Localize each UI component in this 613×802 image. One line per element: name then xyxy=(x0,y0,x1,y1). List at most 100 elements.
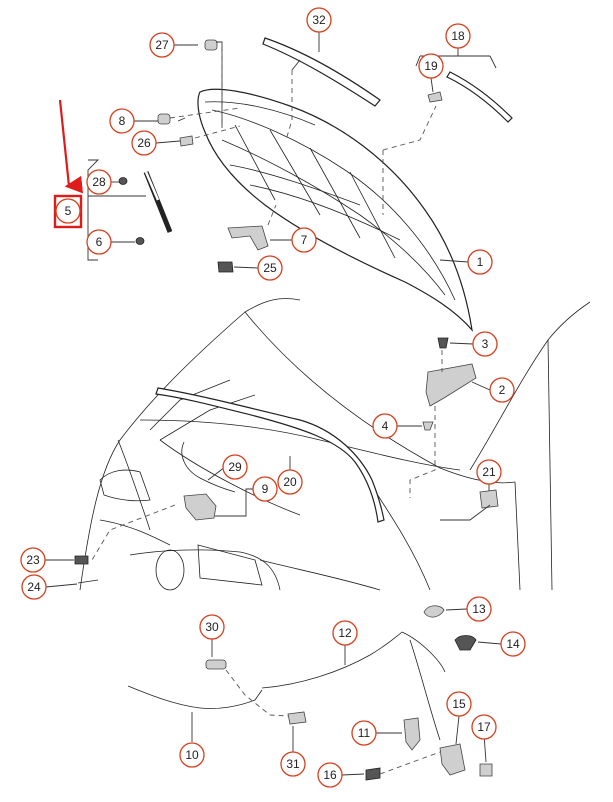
callout-1[interactable]: 1 xyxy=(467,249,493,275)
bonnet-hood xyxy=(197,88,473,333)
svg-text:25: 25 xyxy=(263,261,277,275)
svg-text:30: 30 xyxy=(205,620,219,634)
callout-32[interactable]: 32 xyxy=(306,7,332,33)
clip-31-part xyxy=(287,711,307,725)
svg-text:8: 8 xyxy=(119,114,126,128)
callouts: 32 18 19 27 8 26 28 5 6 7 25 1 3 2 4 29 … xyxy=(20,7,526,788)
callout-21[interactable]: 21 xyxy=(476,459,502,485)
callout-24[interactable]: 24 xyxy=(21,574,47,600)
buffer-8-part xyxy=(157,113,171,125)
svg-text:28: 28 xyxy=(92,175,106,189)
clip-19-part xyxy=(427,91,443,103)
lock-9-part xyxy=(183,493,217,521)
svg-text:4: 4 xyxy=(382,419,389,433)
callout-23[interactable]: 23 xyxy=(20,547,46,573)
callout-31[interactable]: 31 xyxy=(280,751,306,777)
svg-text:13: 13 xyxy=(472,602,486,616)
svg-text:3: 3 xyxy=(482,337,489,351)
svg-text:31: 31 xyxy=(286,757,300,771)
callout-13[interactable]: 13 xyxy=(466,596,492,622)
callout-28[interactable]: 28 xyxy=(86,169,112,195)
svg-text:18: 18 xyxy=(451,29,465,43)
svg-text:29: 29 xyxy=(228,460,242,474)
nut-4-part xyxy=(422,421,434,431)
screw-25-part xyxy=(217,261,234,273)
svg-text:11: 11 xyxy=(358,726,371,740)
bracket-15-part xyxy=(439,743,466,776)
svg-text:10: 10 xyxy=(185,748,199,762)
svg-text:6: 6 xyxy=(96,235,103,249)
svg-text:1: 1 xyxy=(477,255,484,269)
body-seal-strip xyxy=(155,387,385,523)
handle-11-part xyxy=(403,717,421,751)
svg-text:17: 17 xyxy=(477,720,491,734)
callout-7[interactable]: 7 xyxy=(291,227,317,253)
screw-24-part xyxy=(77,579,99,584)
callout-25[interactable]: 25 xyxy=(257,255,283,281)
svg-text:5: 5 xyxy=(65,204,72,218)
callout-4[interactable]: 4 xyxy=(372,413,398,439)
cap-30-part xyxy=(205,659,227,670)
bolt-26-part xyxy=(179,135,194,147)
callout-9[interactable]: 9 xyxy=(252,476,278,502)
callout-5[interactable]: 5 xyxy=(55,198,81,224)
svg-text:23: 23 xyxy=(26,553,40,567)
callout-11[interactable]: 11 xyxy=(351,720,377,746)
svg-text:20: 20 xyxy=(283,475,297,489)
callout-2[interactable]: 2 xyxy=(489,377,515,403)
callout-17[interactable]: 17 xyxy=(471,714,497,740)
svg-text:27: 27 xyxy=(155,38,169,52)
highlight-box xyxy=(53,194,83,229)
release-cable-10 xyxy=(127,685,263,709)
svg-text:9: 9 xyxy=(262,482,269,496)
svg-text:21: 21 xyxy=(482,465,496,479)
nut-28-part xyxy=(118,177,128,185)
svg-text:26: 26 xyxy=(137,136,151,150)
car-body xyxy=(79,298,591,591)
svg-text:16: 16 xyxy=(323,768,337,782)
svg-text:2: 2 xyxy=(499,383,506,397)
highlight-arrow xyxy=(58,99,84,194)
bracket-21-part xyxy=(479,489,499,509)
callout-3[interactable]: 3 xyxy=(472,331,498,357)
callout-19[interactable]: 19 xyxy=(418,53,444,79)
cable-29-part xyxy=(181,441,236,493)
callout-16[interactable]: 16 xyxy=(317,762,343,788)
callout-15[interactable]: 15 xyxy=(446,691,472,717)
callout-10[interactable]: 10 xyxy=(179,742,205,768)
bracket-7-part xyxy=(227,225,269,251)
svg-text:19: 19 xyxy=(424,59,438,73)
callout-8[interactable]: 8 xyxy=(109,108,135,134)
callout-6[interactable]: 6 xyxy=(86,229,112,255)
cable-down-15 xyxy=(409,639,441,741)
callout-12[interactable]: 12 xyxy=(332,620,358,646)
screw-23-part xyxy=(74,555,89,565)
nut-6-part xyxy=(135,237,145,245)
screw-16-part xyxy=(365,767,381,781)
svg-text:7: 7 xyxy=(301,233,308,247)
svg-text:15: 15 xyxy=(452,697,466,711)
gas-strut xyxy=(143,171,173,233)
clip-17-part xyxy=(479,763,493,777)
svg-text:32: 32 xyxy=(312,13,326,27)
callout-14[interactable]: 14 xyxy=(500,631,526,657)
svg-text:12: 12 xyxy=(338,626,352,640)
grommet-14-part xyxy=(454,635,477,651)
cap-13-part xyxy=(423,605,445,618)
hinge-2-part xyxy=(425,363,477,407)
hood-seal-strip xyxy=(262,37,381,107)
callout-20[interactable]: 20 xyxy=(277,469,303,495)
callout-26[interactable]: 26 xyxy=(131,130,157,156)
buffer-27-part xyxy=(204,39,218,51)
cable-end-12 xyxy=(401,631,446,673)
bolt-3-part xyxy=(437,337,449,349)
callout-30[interactable]: 30 xyxy=(199,614,225,640)
callout-29[interactable]: 29 xyxy=(222,454,248,480)
hood-trim-strip xyxy=(446,71,513,123)
callout-18[interactable]: 18 xyxy=(445,23,471,49)
svg-text:14: 14 xyxy=(506,637,520,651)
svg-text:24: 24 xyxy=(27,580,41,594)
callout-27[interactable]: 27 xyxy=(149,32,175,58)
release-cable-12 xyxy=(261,631,403,689)
